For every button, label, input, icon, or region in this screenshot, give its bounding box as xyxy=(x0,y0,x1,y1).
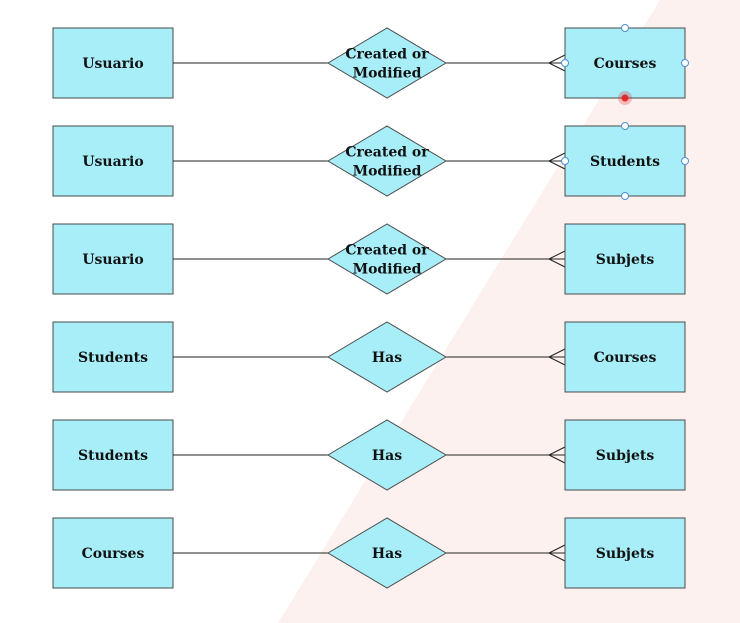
relationship-label: Has xyxy=(372,350,402,366)
resize-handle-right[interactable] xyxy=(681,59,689,67)
entity-students[interactable]: Students xyxy=(52,419,174,491)
entity-subjets[interactable]: Subjets xyxy=(564,419,686,491)
crows-foot-prong xyxy=(548,250,566,260)
resize-handle-top[interactable] xyxy=(621,122,629,130)
relationship-label: Has xyxy=(372,448,402,464)
er-row: Courses Has Subjets xyxy=(52,517,686,589)
crows-foot-marker xyxy=(548,250,566,268)
entity-subjets[interactable]: Subjets xyxy=(564,223,686,295)
er-row: Students Has Subjets xyxy=(52,419,686,491)
entity-usuario[interactable]: Usuario xyxy=(52,27,174,99)
entity-label: Subjets xyxy=(596,546,655,562)
relationship-label: Created or xyxy=(345,145,429,161)
entity-label: Usuario xyxy=(82,56,143,72)
entity-label: Usuario xyxy=(82,252,143,268)
crows-foot-prong xyxy=(548,54,566,64)
crows-foot-prong xyxy=(548,160,566,170)
crows-foot-prong xyxy=(548,446,566,456)
crows-foot-prong xyxy=(548,258,566,268)
crows-foot-prong xyxy=(548,552,566,562)
crows-foot-prong xyxy=(548,544,566,554)
crows-foot-marker xyxy=(548,54,566,72)
entity-box xyxy=(564,517,686,589)
entity-box xyxy=(564,419,686,491)
crows-foot-marker xyxy=(548,152,566,170)
relationship-label: Modified xyxy=(353,164,422,180)
entity-label: Students xyxy=(590,154,660,170)
resize-handle-top[interactable] xyxy=(621,24,629,32)
resize-handle-bottom[interactable] xyxy=(621,192,629,200)
entity-box xyxy=(564,223,686,295)
entity-courses[interactable]: Courses xyxy=(564,27,686,99)
entity-box xyxy=(52,125,174,197)
relationship-diamond xyxy=(327,223,447,295)
er-row: Usuario Created or Modified Students xyxy=(52,122,689,200)
entity-label: Students xyxy=(78,350,148,366)
entity-courses[interactable]: Courses xyxy=(564,321,686,393)
entity-label: Courses xyxy=(594,350,657,366)
relationship-created-or-modified[interactable]: Created or Modified xyxy=(327,125,447,197)
er-row: Usuario Created or Modified Subjets xyxy=(52,223,686,295)
relationship-diamond xyxy=(327,27,447,99)
entity-label: Courses xyxy=(82,546,145,562)
entity-students[interactable]: Students xyxy=(52,321,174,393)
relationship-has[interactable]: Has xyxy=(327,321,447,393)
entity-label: Usuario xyxy=(82,154,143,170)
crows-foot-prong xyxy=(548,62,566,72)
relationship-diamond xyxy=(327,517,447,589)
crows-foot-marker xyxy=(548,544,566,562)
entity-usuario[interactable]: Usuario xyxy=(52,223,174,295)
relationship-has[interactable]: Has xyxy=(327,419,447,491)
entity-label: Students xyxy=(78,448,148,464)
er-row: Usuario Created or Modified Courses xyxy=(52,24,689,105)
relationship-has[interactable]: Has xyxy=(327,517,447,589)
entity-courses[interactable]: Courses xyxy=(52,517,174,589)
relationship-label: Modified xyxy=(353,262,422,278)
entity-box xyxy=(52,27,174,99)
crows-foot-prong xyxy=(548,348,566,358)
entity-students[interactable]: Students xyxy=(564,125,686,197)
rotate-handle[interactable] xyxy=(618,91,632,105)
entity-label: Courses xyxy=(594,56,657,72)
er-row: Students Has Courses xyxy=(52,321,686,393)
entity-subjets[interactable]: Subjets xyxy=(564,517,686,589)
crows-foot-prong xyxy=(548,356,566,366)
relationship-label: Created or xyxy=(345,47,429,63)
entity-usuario[interactable]: Usuario xyxy=(52,125,174,197)
rotate-handle-dot xyxy=(621,94,629,102)
entity-box xyxy=(52,321,174,393)
relationship-diamond xyxy=(327,321,447,393)
entity-box xyxy=(564,125,686,197)
resize-handle-right[interactable] xyxy=(681,157,689,165)
relationship-diamond xyxy=(327,419,447,491)
entity-box xyxy=(52,517,174,589)
resize-handle-left[interactable] xyxy=(561,59,569,67)
entity-box xyxy=(52,419,174,491)
relationship-diamond xyxy=(327,125,447,197)
relationship-label: Created or xyxy=(345,243,429,259)
relationship-created-or-modified[interactable]: Created or Modified xyxy=(327,223,447,295)
entity-box xyxy=(52,223,174,295)
crows-foot-marker xyxy=(548,446,566,464)
entity-label: Subjets xyxy=(596,448,655,464)
crows-foot-marker xyxy=(548,348,566,366)
relationship-label: Modified xyxy=(353,66,422,82)
relationship-created-or-modified[interactable]: Created or Modified xyxy=(327,27,447,99)
crows-foot-prong xyxy=(548,152,566,162)
entity-label: Subjets xyxy=(596,252,655,268)
crows-foot-prong xyxy=(548,454,566,464)
relationship-label: Has xyxy=(372,546,402,562)
resize-handle-left[interactable] xyxy=(561,157,569,165)
entity-box xyxy=(564,321,686,393)
